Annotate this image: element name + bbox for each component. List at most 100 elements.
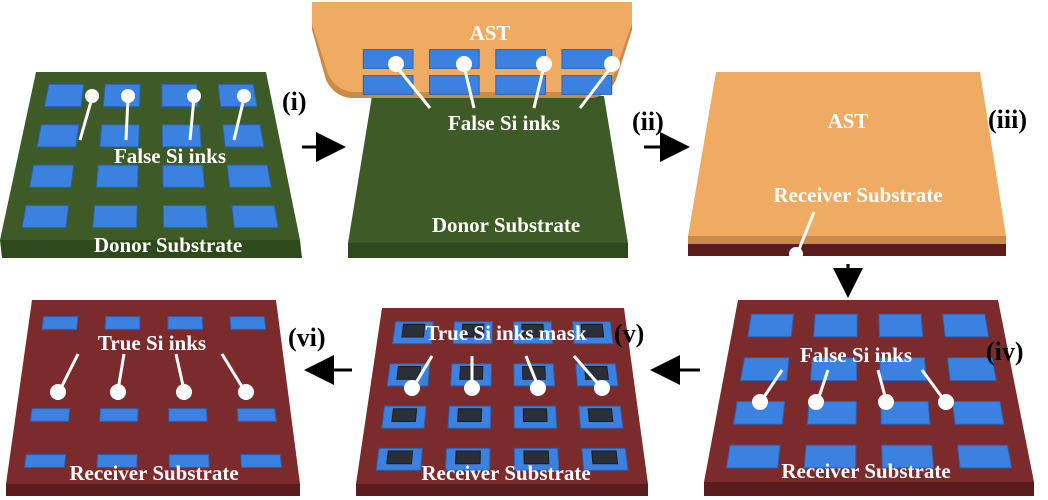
pointer-group xyxy=(78,89,251,141)
si-ink xyxy=(41,316,79,330)
pointer-line xyxy=(462,65,476,109)
si-ink xyxy=(956,444,1013,469)
panel-vi: True Si inks Receiver Substrate (vi) xyxy=(6,300,326,496)
panel-i: False Si inks Donor Substrate (i) xyxy=(0,72,307,258)
mask-block xyxy=(454,450,481,465)
label-true-si-inks-mask: True Si inks mask xyxy=(425,321,587,345)
donor-substrate-side xyxy=(0,240,302,258)
mask-block xyxy=(386,450,414,465)
pointer-dot xyxy=(789,247,803,261)
receiver-substrate-top xyxy=(356,308,648,484)
receiver-substrate-side xyxy=(704,482,1034,496)
pointer-dot xyxy=(187,89,201,103)
mask-block xyxy=(587,408,614,422)
pointer-line xyxy=(760,369,784,401)
pointer-dot xyxy=(176,384,192,400)
false-si-inks-grid xyxy=(725,313,1013,469)
receiver-substrate-top xyxy=(6,300,300,484)
si-ink xyxy=(162,204,208,229)
receiver-substrate-side xyxy=(688,242,1006,256)
si-ink xyxy=(161,83,199,108)
si-ink xyxy=(43,83,85,108)
pointer-line xyxy=(796,211,816,253)
si-ink xyxy=(881,444,935,469)
receiver-substrate-top xyxy=(704,300,1034,482)
label-donor-substrate: Donor Substrate xyxy=(432,213,580,237)
pointer-dot xyxy=(604,56,620,72)
si-ink xyxy=(942,313,990,338)
false-si-inks-grid xyxy=(21,83,279,229)
pointer-dot xyxy=(878,394,894,410)
si-ink xyxy=(95,164,139,188)
si-ink xyxy=(740,357,790,381)
si-ink xyxy=(495,75,546,95)
si-ink xyxy=(167,316,204,330)
label-donor-substrate: Donor Substrate xyxy=(94,233,242,257)
label-ast: AST xyxy=(828,109,869,133)
pointer-dot xyxy=(238,384,254,400)
si-ink xyxy=(104,316,141,330)
pointer-line xyxy=(58,353,80,391)
pointer-line xyxy=(116,353,126,391)
pointer-dot xyxy=(404,380,420,396)
panel-iii: AST Receiver Substrate (iii) xyxy=(688,72,1027,261)
label-false-si-inks: False Si inks xyxy=(800,343,912,367)
pointer-line xyxy=(220,353,246,391)
pointer-line xyxy=(124,97,130,141)
label-false-si-inks: False Si inks xyxy=(114,144,226,168)
label-true-si-inks: True Si inks xyxy=(98,331,206,355)
pointer-dot xyxy=(808,394,824,410)
si-ink xyxy=(732,401,786,425)
si-ink xyxy=(236,408,277,422)
si-inks-with-mask-grid xyxy=(375,321,629,471)
pointer-line xyxy=(394,65,432,109)
si-ink xyxy=(229,316,267,330)
step-label-i: (i) xyxy=(282,87,307,116)
pointer-line xyxy=(232,97,246,141)
mask-block xyxy=(457,408,483,422)
pointer-group xyxy=(50,353,254,400)
mask-block xyxy=(580,323,605,338)
pointer-dot xyxy=(237,89,251,103)
si-ink xyxy=(880,401,931,425)
si-ink xyxy=(222,124,265,148)
si-ink xyxy=(168,454,210,468)
mask-block xyxy=(391,408,418,422)
panel-iv: False Si inks Receiver Substrate (iv) xyxy=(704,300,1034,496)
pointer-group xyxy=(789,211,816,261)
ast-side xyxy=(688,236,1006,244)
si-ink xyxy=(168,408,208,422)
si-ink xyxy=(162,164,205,188)
panel-ii: AST False Si inks Donor Substrate (ii) xyxy=(312,2,664,258)
si-ink xyxy=(747,313,795,338)
pointer-group xyxy=(388,56,620,109)
si-ink xyxy=(226,164,272,188)
si-ink xyxy=(947,357,997,381)
si-ink xyxy=(725,444,781,469)
mask-block xyxy=(461,323,485,338)
pointer-dot xyxy=(752,394,768,410)
si-ink xyxy=(21,204,70,229)
receiver-substrate-side xyxy=(356,484,648,496)
donor-substrate-top xyxy=(348,96,628,243)
pointer-line xyxy=(78,97,94,141)
label-false-si-inks: False Si inks xyxy=(448,111,560,135)
step-label-ii: (ii) xyxy=(632,107,664,136)
pointer-line xyxy=(412,355,434,387)
receiver-substrate-side xyxy=(6,484,300,496)
si-ink xyxy=(803,444,857,469)
pointer-line xyxy=(174,353,186,391)
label-ast: AST xyxy=(470,21,511,45)
pointer-dot xyxy=(536,56,552,72)
label-receiver-substrate: Receiver Substrate xyxy=(781,459,950,483)
pointer-dot xyxy=(85,89,99,103)
process-arrows xyxy=(302,132,863,385)
pointer-group xyxy=(752,369,954,410)
si-ink xyxy=(813,313,858,338)
si-ink xyxy=(24,454,67,468)
mask-block xyxy=(523,450,550,465)
label-receiver-substrate: Receiver Substrate xyxy=(421,461,590,485)
pointer-dot xyxy=(121,89,135,103)
si-ink xyxy=(362,49,414,69)
pointer-dot xyxy=(110,384,126,400)
